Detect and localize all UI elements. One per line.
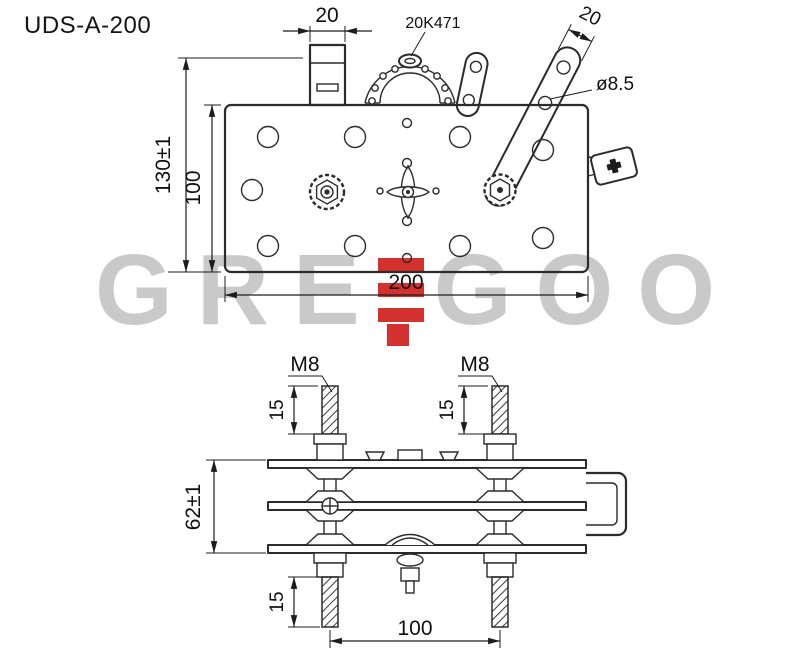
center-dome <box>384 533 436 546</box>
dim-width-plate-label: 200 <box>388 271 423 294</box>
dim-stud-spacing: 100 <box>329 617 501 648</box>
mounting-tab <box>308 43 347 107</box>
plus-icon <box>606 158 622 174</box>
watermark-text-left: GRE <box>95 234 384 346</box>
watermark-text-right: GOO <box>433 234 740 346</box>
dim-width-plate: 200 <box>224 271 589 302</box>
dim-thread-top-left-label: 15 <box>267 399 288 420</box>
part-number-label: 20K471 <box>405 15 460 32</box>
thread-callout-right: M8 <box>458 353 503 393</box>
dim-height-overall-label: 130±1 <box>152 136 175 194</box>
dim-thread-top-right-label: 15 <box>437 399 458 420</box>
dim-height-overall: 130±1 <box>152 57 303 273</box>
dim-stud-spacing-label: 100 <box>397 617 432 640</box>
dim-stack-height: 62±1 <box>182 459 266 554</box>
terminal-bolt-right <box>483 173 517 207</box>
clip-bracket <box>586 471 628 537</box>
plate-bottom <box>267 544 587 554</box>
plus-terminal <box>587 146 638 186</box>
dim-stack-height-label: 62±1 <box>182 484 205 531</box>
short-link <box>455 51 489 117</box>
main-plate <box>223 103 590 274</box>
part-number: 20K471 <box>405 15 461 57</box>
drawing-title: UDS-A-200 <box>24 12 152 39</box>
top-view: 20 <box>152 2 638 302</box>
thread-left-label: M8 <box>290 353 319 376</box>
plate-top <box>267 459 587 469</box>
thread-right-label: M8 <box>460 353 489 376</box>
flexible-link-arc <box>364 53 456 105</box>
stud-left <box>304 385 356 628</box>
angled-strap: 20 <box>484 2 604 207</box>
dim-height-plate: 100 <box>182 104 221 272</box>
plate-middle <box>267 501 587 511</box>
thread-callout-left: M8 <box>288 353 333 393</box>
hole-dia-label: ø8.5 <box>596 74 634 95</box>
hole-dia-callout: ø8.5 <box>549 74 634 100</box>
dim-strap-width-label: 20 <box>576 2 604 30</box>
center-bottom-fitting <box>396 553 424 594</box>
terminal-bolt-left <box>308 173 346 211</box>
dim-tab-width-label: 20 <box>315 4 338 27</box>
dim-thread-bottom: 15 <box>267 576 320 628</box>
dim-thread-top-right: 15 <box>437 385 488 435</box>
center-ornament <box>385 165 431 219</box>
dim-height-plate-label: 100 <box>182 170 205 205</box>
watermark-accent-bars <box>377 258 424 322</box>
dim-tab-width: 20 <box>283 4 372 42</box>
stud-right <box>474 385 526 628</box>
watermark-accent-square <box>387 324 409 346</box>
top-plate-fittings <box>364 449 460 461</box>
dim-thread-bottom-label: 15 <box>267 591 288 612</box>
dim-thread-top-left: 15 <box>267 385 318 435</box>
plate-holes <box>240 117 555 264</box>
bottom-view: M8 M8 15 15 62±1 <box>182 353 628 648</box>
watermark-logo: GRE GOO <box>95 234 740 346</box>
